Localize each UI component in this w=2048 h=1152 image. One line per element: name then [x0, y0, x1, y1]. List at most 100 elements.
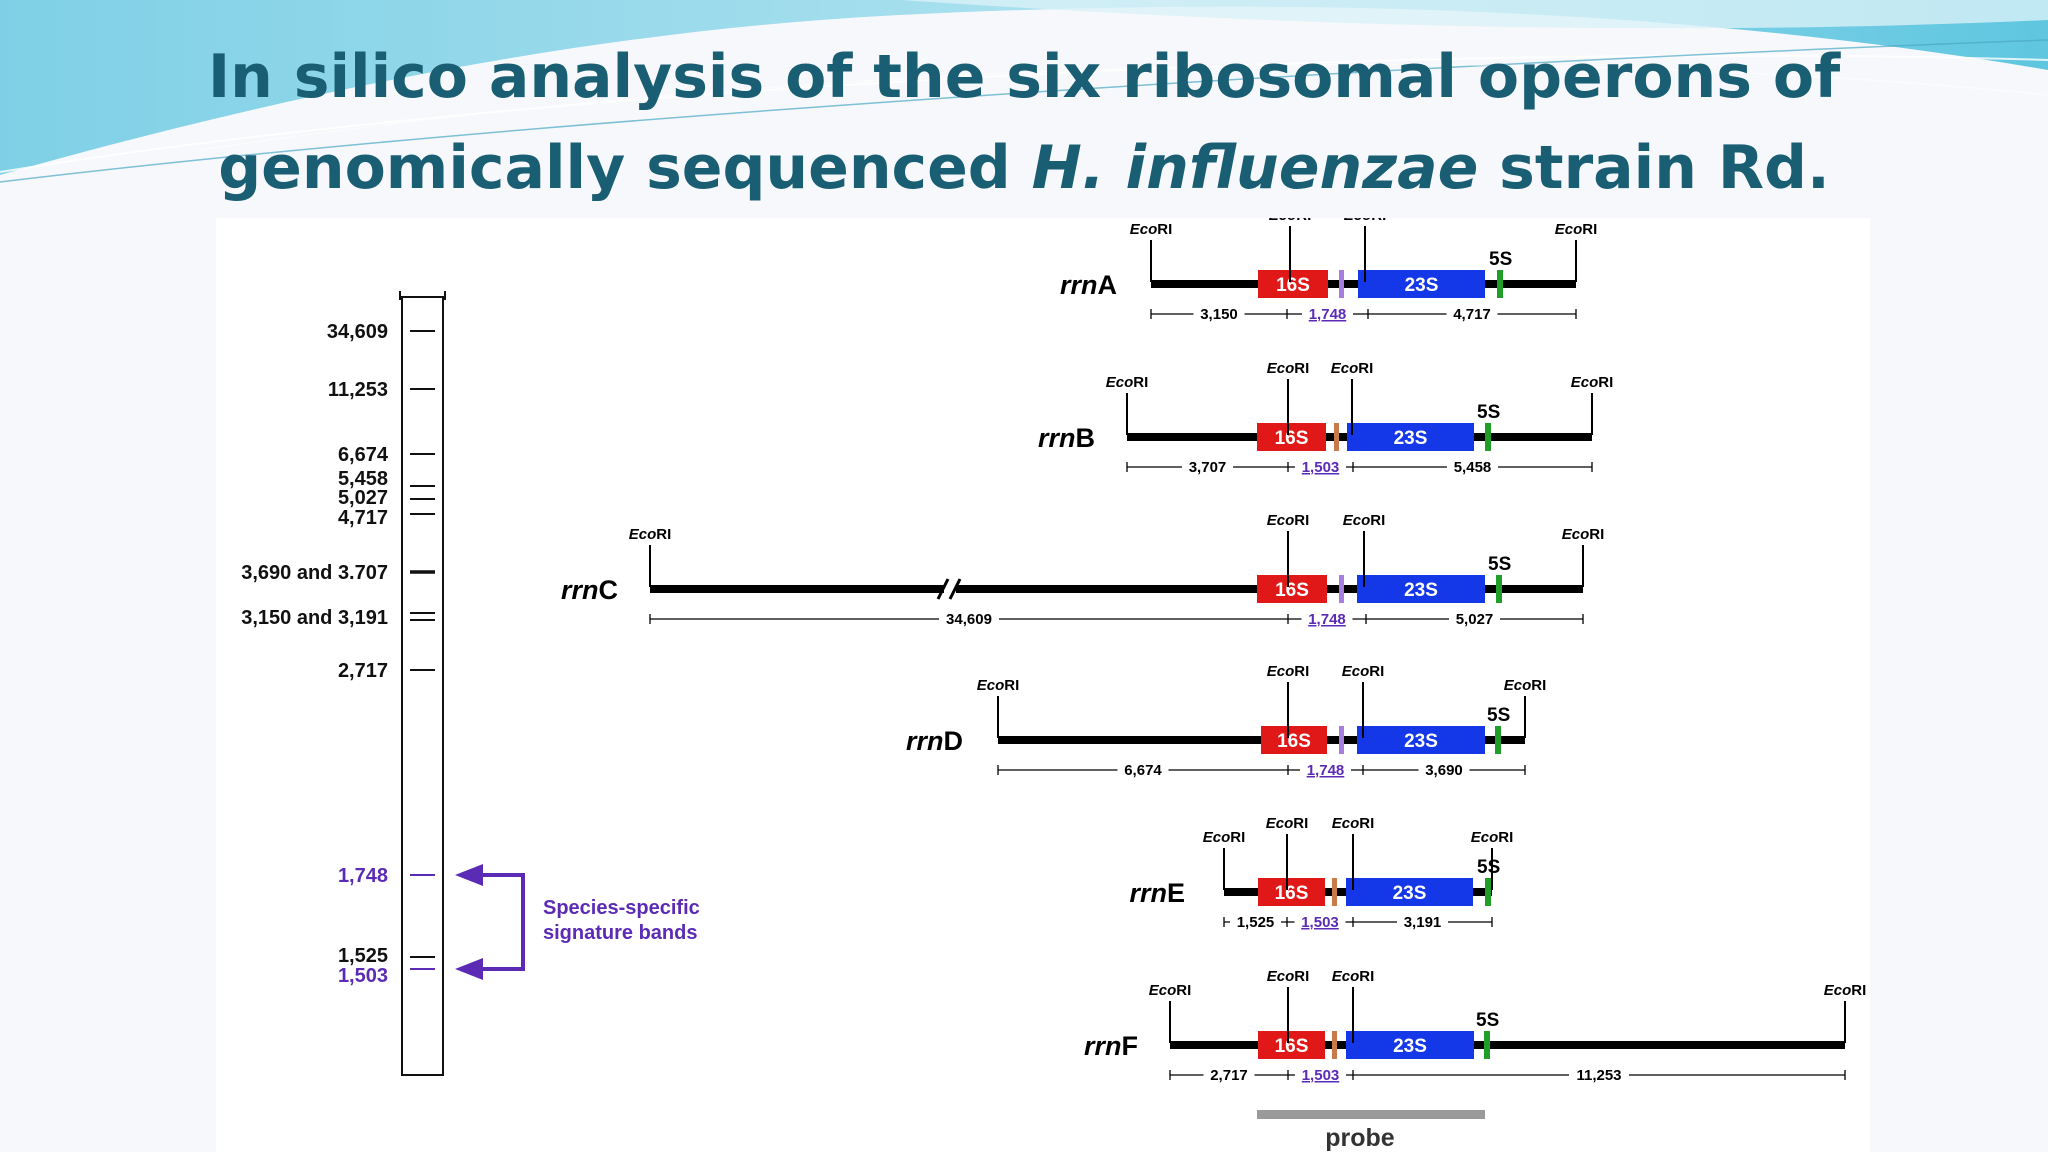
gene-16s-label: 16S [1275, 883, 1309, 904]
ecori-genus: Eco [977, 677, 1005, 694]
gene-5s [1485, 878, 1491, 906]
gene-5s-label: 5S [1476, 1010, 1499, 1031]
gene-23s [1346, 878, 1473, 906]
ecori-suffix: RI [1359, 968, 1374, 985]
ecori-genus: Eco [1342, 663, 1370, 680]
ecori-suffix: RI [1498, 829, 1513, 846]
fragment-size-label: 5,458 [1454, 459, 1492, 476]
ecori-site-label: EcoRI [977, 677, 1020, 694]
ecori-suffix: RI [1531, 677, 1546, 694]
gene-23s [1347, 423, 1474, 451]
operon-name: rrnE [1129, 878, 1185, 908]
gene-23s [1358, 270, 1485, 298]
ecori-genus: Eco [1555, 221, 1583, 238]
ecori-genus: Eco [1562, 526, 1590, 543]
gene-16s-label: 16S [1275, 1036, 1309, 1057]
ecori-site-label: EcoRI [1130, 221, 1173, 238]
intergenic-spacer [1339, 726, 1344, 754]
operon-name: rrnA [1060, 270, 1117, 300]
ecori-site-label: EcoRI [1555, 221, 1598, 238]
ecori-suffix: RI [1370, 512, 1385, 529]
ecori-suffix: RI [1294, 512, 1309, 529]
ecori-genus: Eco [1203, 829, 1231, 846]
intergenic-spacer [1339, 270, 1344, 298]
banner-highlight [900, 0, 2048, 29]
operon-name-letter: F [1122, 1031, 1139, 1061]
signature-annotation-line-1: Species-specific [543, 897, 700, 919]
operon-name-letter: C [599, 575, 619, 605]
gel-band-label: 1,503 [338, 965, 388, 987]
ecori-genus: Eco [1267, 360, 1295, 377]
fragment-size-label: 4,717 [1453, 306, 1491, 323]
operon-name-prefix: rrn [906, 726, 944, 756]
ecori-suffix: RI [1296, 218, 1311, 224]
ecori-site-label: EcoRI [1267, 663, 1310, 680]
gene-16s [1258, 878, 1325, 906]
ecori-genus: Eco [1343, 512, 1371, 529]
operon-name-letter: D [944, 726, 964, 756]
signature-arrow-lower [455, 958, 483, 980]
gel-band-label: 5,458 [338, 468, 388, 490]
ecori-site-label: EcoRI [1344, 218, 1387, 224]
fragment-label-bg [1230, 914, 1281, 930]
fragment-size-label: 1,503 [1302, 459, 1340, 476]
fragment-label-bg [939, 611, 999, 627]
ecori-genus: Eco [1571, 374, 1599, 391]
operon-name-letter: E [1167, 878, 1185, 908]
ecori-genus: Eco [1267, 968, 1295, 985]
gel-band-label: 11,253 [328, 379, 388, 401]
gel-band-label: 4,717 [338, 507, 388, 529]
ecori-site-label: EcoRI [1343, 512, 1386, 529]
ecori-suffix: RI [1359, 815, 1374, 832]
gel-band-label: 2,717 [338, 660, 388, 682]
gene-23s [1357, 726, 1485, 754]
gene-23s [1346, 1031, 1474, 1059]
operon-name-prefix: rrn [1038, 423, 1076, 453]
ecori-genus: Eco [1344, 218, 1372, 224]
gene-5s [1497, 270, 1503, 298]
ecori-suffix: RI [1133, 374, 1148, 391]
gene-23s-label: 23S [1405, 275, 1439, 296]
fragment-label-bg [1447, 459, 1498, 475]
ecori-suffix: RI [1294, 663, 1309, 680]
ecori-suffix: RI [1230, 829, 1245, 846]
operon-name-letter: B [1076, 423, 1096, 453]
gel-band-label: 3,150 and 3,191 [241, 607, 388, 629]
intergenic-spacer [1339, 575, 1344, 603]
gene-16s [1258, 270, 1328, 298]
ecori-site-label: EcoRI [1267, 360, 1310, 377]
fragment-label-bg [1302, 306, 1353, 322]
gene-5s [1495, 726, 1501, 754]
gene-16s-label: 16S [1276, 275, 1310, 296]
fragment-label-bg [1569, 1067, 1629, 1083]
ecori-suffix: RI [1004, 677, 1019, 694]
gel-band-label: 5,027 [338, 487, 388, 509]
ecori-site-label: EcoRI [1332, 815, 1375, 832]
ecori-genus: Eco [1266, 815, 1294, 832]
fragment-size-label: 34,609 [946, 611, 992, 628]
ecori-suffix: RI [1851, 982, 1866, 999]
ecori-genus: Eco [1267, 512, 1295, 529]
operon-name: rrnC [561, 575, 618, 605]
gene-16s-label: 16S [1275, 428, 1309, 449]
fragment-label-bg [1397, 914, 1448, 930]
ecori-site-label: EcoRI [1266, 815, 1309, 832]
gene-23s-label: 23S [1404, 580, 1438, 601]
fragment-size-label: 3,191 [1404, 914, 1442, 931]
ecori-site-label: EcoRI [1824, 982, 1867, 999]
title-line-1: In silico analysis of the six ribosomal … [207, 42, 1841, 112]
gene-16s [1257, 575, 1327, 603]
gene-16s-label: 16S [1275, 580, 1309, 601]
fragment-label-bg [1203, 1067, 1255, 1083]
operon-name: rrnB [1038, 423, 1095, 453]
ecori-suffix: RI [1582, 221, 1597, 238]
fragment-size-label: 11,253 [1576, 1067, 1621, 1084]
gel-band-label: 6,674 [338, 444, 389, 466]
slide-title: In silico analysis of the six ribosomal … [0, 32, 2048, 214]
probe-label: probe [1325, 1124, 1395, 1152]
ecori-suffix: RI [1157, 221, 1172, 238]
intergenic-spacer [1334, 423, 1339, 451]
intergenic-spacer [1332, 878, 1337, 906]
gene-5s-label: 5S [1489, 249, 1512, 270]
gene-23s-label: 23S [1393, 1036, 1427, 1057]
